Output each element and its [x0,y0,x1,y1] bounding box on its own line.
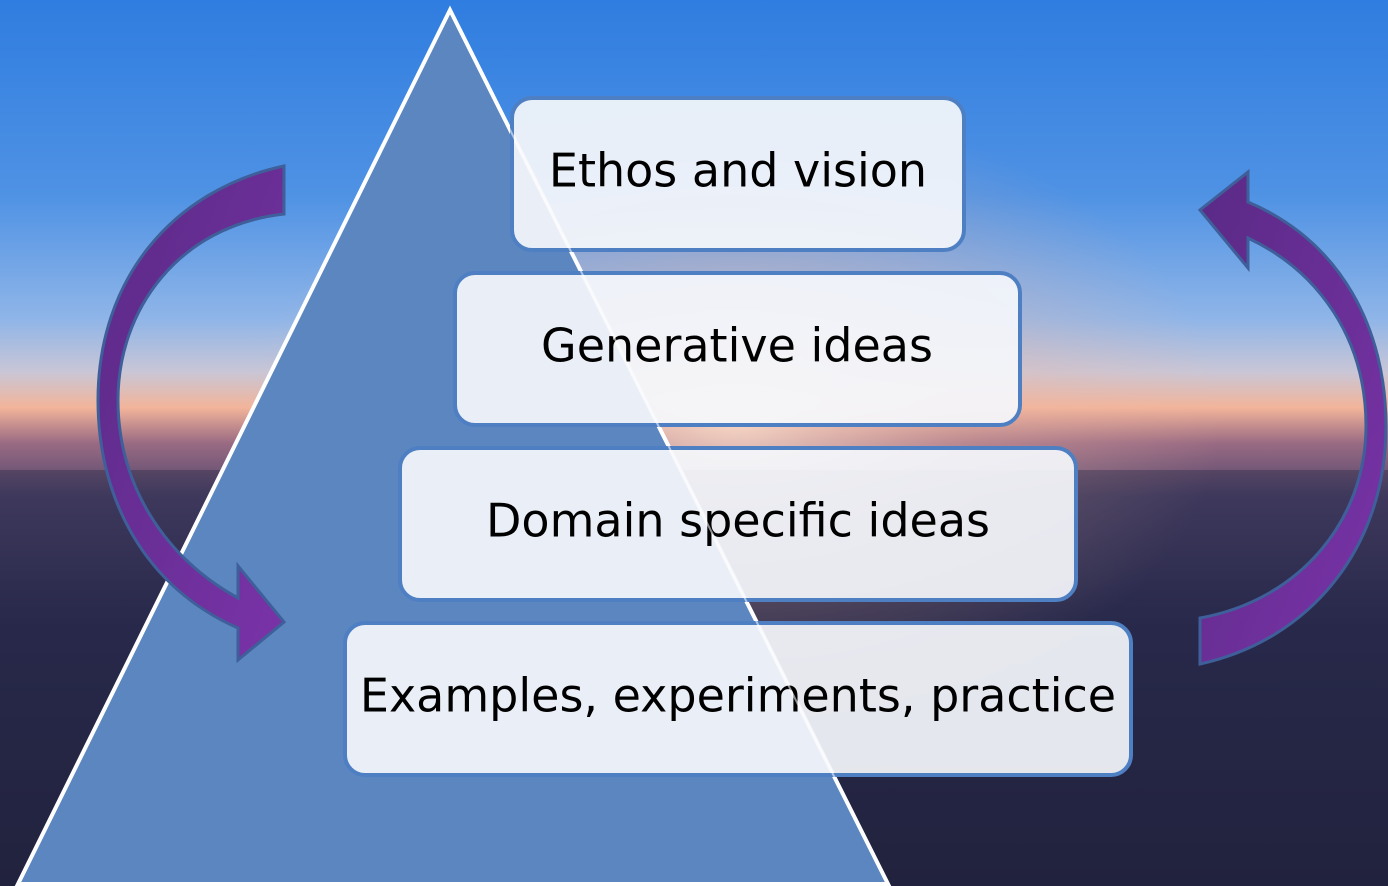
level-label-4: Examples, experiments, practice [360,669,1116,723]
cycle-arrow-up-icon [1197,168,1388,666]
level-box-4: Examples, experiments, practice [343,621,1133,777]
level-label-1: Ethos and vision [549,144,927,198]
level-box-2: Generative ideas [453,271,1022,427]
pyramid-edge-overlay [449,9,889,885]
cycle-arrow-down-icon [96,164,287,664]
level-label-3: Domain specific ideas [486,494,990,548]
level-box-1: Ethos and vision [510,96,966,252]
level-box-3: Domain specific ideas [398,446,1078,602]
level-label-2: Generative ideas [541,319,933,373]
